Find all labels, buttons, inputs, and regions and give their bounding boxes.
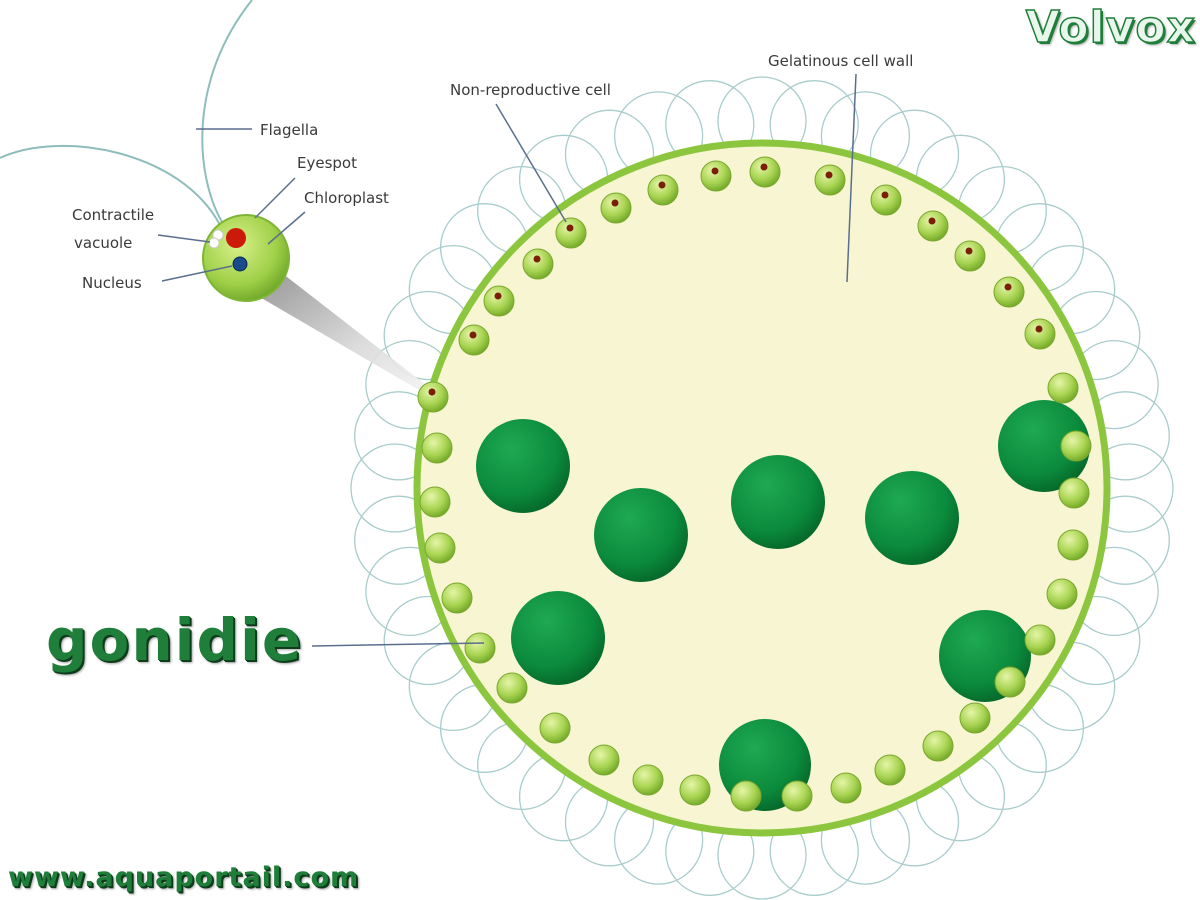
non-reproductive-cell (730, 780, 762, 812)
eyespot-dot (611, 199, 619, 207)
website-watermark: www.aquaportail.com (8, 862, 360, 893)
nucleus-icon (232, 256, 248, 272)
non-reproductive-cell (922, 730, 954, 762)
non-reproductive-cell (749, 156, 781, 188)
diagram-title: Volvox (1025, 1, 1196, 54)
non-reproductive-cell (441, 582, 473, 614)
eyespot-dot (469, 331, 477, 339)
non-reproductive-cell (424, 532, 456, 564)
non-reproductive-cell (1060, 430, 1092, 462)
eyespot-dot (1035, 325, 1043, 333)
label-gelatinous-cell-wall: Gelatinous cell wall (768, 52, 913, 70)
non-reproductive-cell (679, 774, 711, 806)
zoom-cone (258, 270, 430, 393)
eyespot-dot (533, 255, 541, 263)
eyespot-dot (658, 181, 666, 189)
non-reproductive-cell (417, 381, 449, 413)
eyespot-dot (760, 163, 768, 171)
label-chloroplast: Chloroplast (304, 189, 389, 207)
non-reproductive-cell (1058, 477, 1090, 509)
eyespot-dot (928, 217, 936, 225)
non-reproductive-cell (830, 772, 862, 804)
non-reproductive-cell (1024, 318, 1056, 350)
eyespot-dot (566, 224, 574, 232)
single-cell (0, 0, 290, 302)
non-reproductive-cell (874, 754, 906, 786)
non-reproductive-cell (539, 712, 571, 744)
non-reproductive-cell (588, 744, 620, 776)
non-reproductive-cell (458, 324, 490, 356)
label-gonidie: gonidie (46, 606, 304, 674)
cell-body (202, 214, 290, 302)
gonidium (594, 488, 688, 582)
non-reproductive-cell (870, 184, 902, 216)
non-reproductive-cells (417, 156, 1092, 812)
non-reproductive-cell (483, 285, 515, 317)
non-reproductive-cell (522, 248, 554, 280)
label-eyespot: Eyespot (297, 154, 357, 172)
non-reproductive-cell (421, 432, 453, 464)
non-reproductive-cell (600, 192, 632, 224)
leader-lines (157, 73, 857, 647)
non-reproductive-cell (632, 764, 664, 796)
non-reproductive-cell (555, 217, 587, 249)
non-reproductive-cell (993, 276, 1025, 308)
label-vacuole: vacuole (74, 234, 132, 252)
gonidium (998, 400, 1090, 492)
label-contractile: Contractile (72, 206, 154, 224)
eyespot-dot (965, 247, 973, 255)
non-reproductive-cell (994, 666, 1026, 698)
label-nucleus: Nucleus (82, 274, 142, 292)
non-reproductive-cell (954, 240, 986, 272)
gonidium (731, 455, 825, 549)
eyespot-dot (494, 292, 502, 300)
label-non-reproductive-cell: Non-reproductive cell (450, 81, 611, 99)
gonidia (476, 400, 1090, 811)
non-reproductive-cell (959, 702, 991, 734)
non-reproductive-cell (464, 632, 496, 664)
eyespot-dot (711, 167, 719, 175)
non-reproductive-cell (647, 174, 679, 206)
gonidium (511, 591, 605, 685)
non-reproductive-cell (814, 164, 846, 196)
eyespot-dot (428, 388, 436, 396)
non-reproductive-cell (419, 486, 451, 518)
gonidium (865, 471, 959, 565)
flagellum (201, 0, 253, 223)
eyespot-dot (881, 191, 889, 199)
label-flagella: Flagella (260, 121, 318, 139)
non-reproductive-cell (1057, 529, 1089, 561)
contractile-vacuole-icon (208, 237, 220, 249)
non-reproductive-cell (1046, 578, 1078, 610)
non-reproductive-cell (1024, 624, 1056, 656)
non-reproductive-cell (781, 780, 813, 812)
non-reproductive-cell (700, 160, 732, 192)
eyespot-dot (1004, 283, 1012, 291)
non-reproductive-cell (496, 672, 528, 704)
non-reproductive-cell (1047, 372, 1079, 404)
eyespot-dot (825, 171, 833, 179)
non-reproductive-cell (917, 210, 949, 242)
eyespot-icon (226, 228, 246, 248)
gonidium (476, 419, 570, 513)
flagellum (0, 144, 221, 226)
